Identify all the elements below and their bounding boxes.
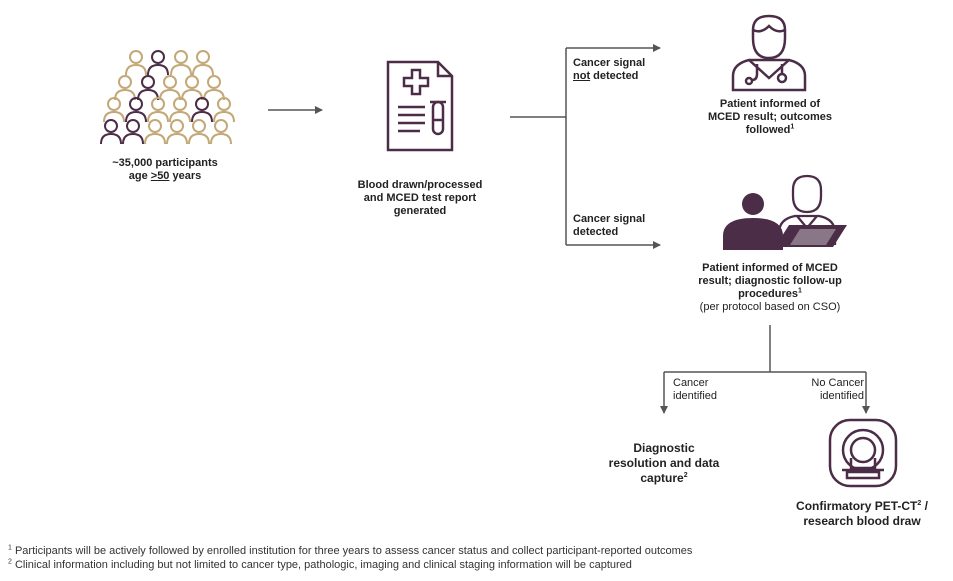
confirmatory-line-1: Confirmatory PET-CT2 / [778, 499, 946, 514]
diagnostic-sup: 2 [683, 472, 688, 479]
followup-connector [660, 325, 870, 414]
participants-count: ~35,000 participants [112, 157, 218, 169]
pet-ct-scanner-icon [828, 418, 898, 488]
participants-age-suffix: years [169, 170, 202, 182]
participants-label: ~35,000 participants age >50 years [98, 157, 232, 183]
not-detected-rest: detected [590, 70, 639, 82]
confirmatory-line-2: research blood draw [803, 514, 921, 528]
participants-age-value: >50 [150, 170, 170, 182]
informed-followed-label: Patient informed of MCED result; outcome… [700, 98, 840, 137]
branch-not-detected-label: Cancer signal not detected [573, 57, 663, 83]
informed-followed-line-2: MCED result; outcomes [707, 111, 833, 123]
informed-diagnostic-line-1: Patient informed of MCED [702, 262, 838, 274]
diagnostic-line-1: Diagnostic [633, 441, 695, 455]
not-word: not [573, 70, 591, 82]
not-detected-line-2: not detected [573, 70, 663, 83]
confirmatory-sup: 2 [917, 500, 922, 507]
not-detected-line-1: Cancer signal [573, 57, 646, 69]
cancer-identified-line-2: identified [673, 390, 718, 402]
informed-followed-sup: 1 [790, 123, 795, 131]
no-cancer-line-2: identified [819, 390, 864, 402]
footnote-1: 1 Participants will be actively followed… [8, 544, 948, 558]
cancer-identified-line-1: Cancer [673, 377, 709, 389]
footnote-1-marker: 1 [8, 544, 12, 552]
diagnostic-resolution-label: Diagnostic resolution and data capture2 [594, 441, 734, 486]
footnote-2-text: Clinical information including but not l… [11, 559, 632, 571]
footnote-2-marker: 2 [8, 558, 12, 566]
informed-followed-line-3: followed1 [700, 123, 840, 137]
informed-followed-line-3-text: followed [745, 124, 791, 136]
footnote-1-text: Participants will be actively followed b… [11, 545, 693, 557]
participants-age-prefix: age [128, 170, 151, 182]
blood-line-1: Blood drawn/processed [357, 179, 483, 191]
branch-detected-label: Cancer signal detected [573, 213, 663, 239]
informed-diagnostic-line-4: (per protocol based on CSO) [699, 301, 841, 313]
informed-followed-line-1: Patient informed of [719, 98, 821, 110]
detected-line-1: Cancer signal [573, 213, 646, 225]
informed-diagnostic-line-3: procedures1 [680, 287, 860, 301]
blood-line-2: and MCED test report [363, 192, 477, 204]
cancer-identified-label: Cancer identified [673, 377, 743, 403]
branch-connector [510, 44, 661, 249]
participants-age: age >50 years [98, 170, 232, 183]
informed-diagnostic-line-3-text: procedures [738, 288, 798, 300]
participants-crowd-icon [100, 50, 235, 145]
confirmatory-prefix: Confirmatory PET-CT [796, 499, 918, 513]
detected-line-2: detected [573, 226, 619, 238]
confirmatory-label: Confirmatory PET-CT2 / research blood dr… [778, 499, 946, 529]
footnotes: 1 Participants will be actively followed… [8, 544, 948, 572]
confirmatory-suffix: / [921, 499, 928, 513]
footnote-2: 2 Clinical information including but not… [8, 558, 948, 572]
patient-doctor-laptop-icon [723, 174, 847, 250]
diagnostic-line-3-text: capture [640, 471, 684, 485]
diagnostic-line-3: capture2 [594, 471, 734, 486]
blood-test-report-icon [386, 60, 454, 152]
blood-draw-label: Blood drawn/processed and MCED test repo… [345, 179, 495, 218]
blood-line-3: generated [393, 205, 447, 217]
informed-diagnostic-line-2: result; diagnostic follow-up [698, 275, 842, 287]
diagnostic-line-2: resolution and data [608, 456, 720, 470]
no-cancer-line-1: No Cancer [811, 377, 864, 389]
informed-diagnostic-label: Patient informed of MCED result; diagnos… [680, 262, 860, 314]
doctor-icon [731, 14, 807, 92]
informed-diagnostic-sup: 1 [798, 287, 802, 295]
no-cancer-identified-label: No Cancer identified [784, 377, 864, 403]
